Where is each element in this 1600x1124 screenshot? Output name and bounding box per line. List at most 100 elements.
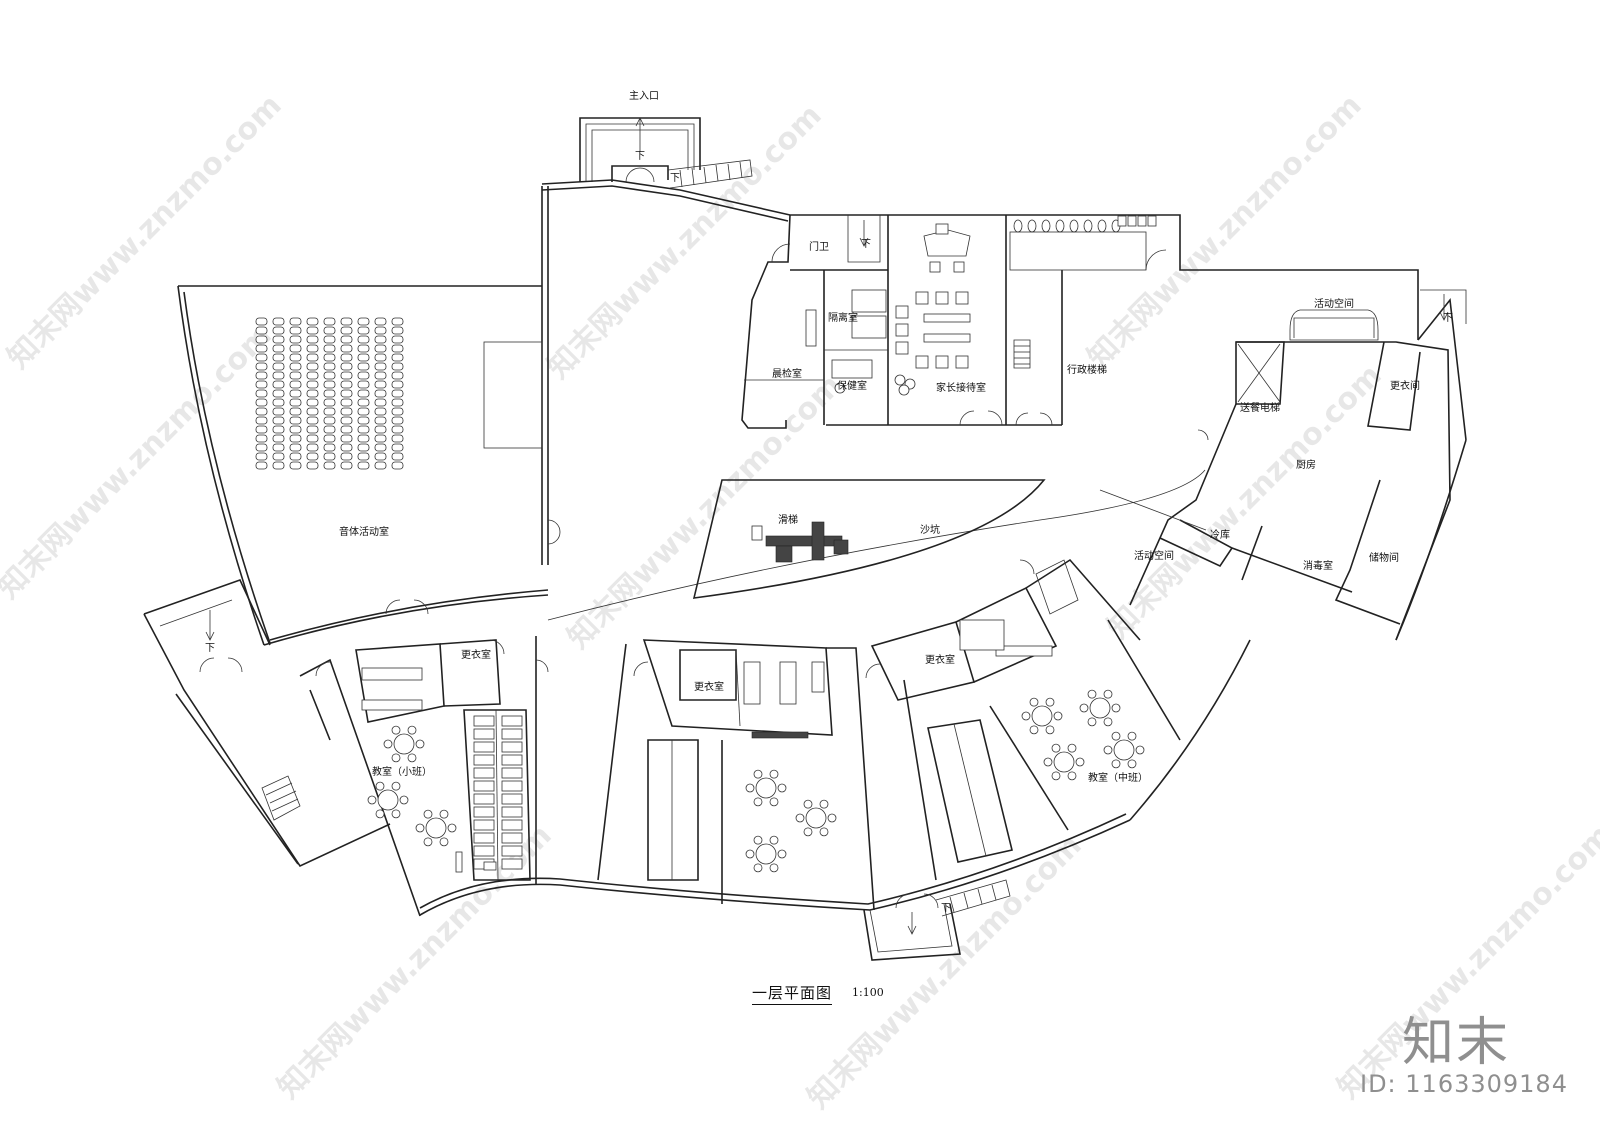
chair	[1051, 771, 1061, 781]
bed	[473, 819, 495, 831]
label-changing-room: 更衣室	[694, 680, 724, 693]
chair	[399, 795, 409, 805]
bed	[501, 819, 523, 831]
seat	[255, 317, 268, 326]
classroom-middle	[865, 558, 1181, 881]
round-table	[377, 789, 399, 811]
seat	[255, 335, 268, 344]
courtyard	[692, 479, 1046, 599]
label-cold-storage: 冷库	[1210, 528, 1230, 541]
seat	[306, 371, 319, 380]
seat	[357, 389, 370, 398]
label-guard: 门卫	[809, 240, 829, 253]
seat	[323, 362, 336, 371]
seat	[255, 461, 268, 470]
bed	[501, 728, 523, 740]
seat	[391, 326, 404, 335]
label-health-care: 保健室	[837, 379, 867, 392]
chair	[1045, 725, 1055, 735]
chair	[391, 809, 401, 819]
seat	[391, 362, 404, 371]
seat	[374, 407, 387, 416]
seat	[323, 389, 336, 398]
label-sandpit: 沙坑	[920, 523, 940, 536]
seat	[357, 317, 370, 326]
seat	[272, 389, 285, 398]
bed	[501, 832, 523, 844]
label-morning-check: 晨检室	[772, 367, 802, 380]
label-classroom-small: 教室（小班）	[372, 765, 432, 778]
seat	[391, 425, 404, 434]
chair	[1051, 743, 1061, 753]
seat	[255, 434, 268, 443]
seat	[255, 371, 268, 380]
toilet	[1069, 219, 1079, 233]
label-changing-room: 更衣间	[1390, 379, 1420, 392]
seat	[374, 416, 387, 425]
bed	[501, 715, 523, 727]
seat	[357, 353, 370, 362]
seat	[255, 443, 268, 452]
label-admin-stairs: 行政楼梯	[1067, 363, 1107, 376]
round-table	[1053, 751, 1075, 773]
sink	[1147, 215, 1157, 227]
round-table	[1113, 739, 1135, 761]
label-down: 下	[205, 643, 215, 654]
seat	[289, 389, 302, 398]
chair	[1021, 711, 1031, 721]
chair	[391, 781, 401, 791]
seat	[272, 443, 285, 452]
seat	[323, 353, 336, 362]
chair	[1087, 717, 1097, 727]
seat	[289, 425, 302, 434]
chair	[753, 797, 763, 807]
label-down: 下	[1443, 313, 1453, 324]
seat	[391, 398, 404, 407]
seat	[374, 335, 387, 344]
admin-block	[741, 214, 1167, 429]
seat	[306, 443, 319, 452]
seat	[374, 326, 387, 335]
seat	[357, 425, 370, 434]
seat	[289, 443, 302, 452]
seat	[306, 362, 319, 371]
seat	[306, 416, 319, 425]
chair	[391, 725, 401, 735]
seat	[391, 344, 404, 353]
label-kitchen: 厨房	[1296, 458, 1316, 471]
watermark-id: ID: 1163309184	[1360, 1070, 1568, 1098]
chair	[1043, 757, 1053, 767]
seat	[289, 398, 302, 407]
bed	[501, 767, 523, 779]
bed	[473, 728, 495, 740]
chair	[415, 823, 425, 833]
classroom-small-beds	[473, 715, 523, 870]
chair	[827, 813, 837, 823]
seat	[374, 389, 387, 398]
seat	[306, 353, 319, 362]
seat	[289, 353, 302, 362]
chair	[439, 809, 449, 819]
music-hall	[255, 317, 561, 615]
chair	[1045, 697, 1055, 707]
chair	[1067, 771, 1077, 781]
chair	[407, 753, 417, 763]
seat	[391, 317, 404, 326]
chair	[769, 769, 779, 779]
entrance-steps	[579, 117, 753, 189]
chair	[1103, 745, 1113, 755]
chair	[1053, 711, 1063, 721]
label-changing-room: 更衣室	[925, 653, 955, 666]
chair	[407, 725, 417, 735]
seat	[391, 380, 404, 389]
kitchen-wing	[1099, 289, 1467, 641]
left-stair-tower	[159, 599, 301, 821]
seat	[306, 407, 319, 416]
seat	[289, 407, 302, 416]
seat	[255, 353, 268, 362]
chair	[753, 769, 763, 779]
seat	[323, 335, 336, 344]
seat	[340, 380, 353, 389]
seat	[340, 434, 353, 443]
